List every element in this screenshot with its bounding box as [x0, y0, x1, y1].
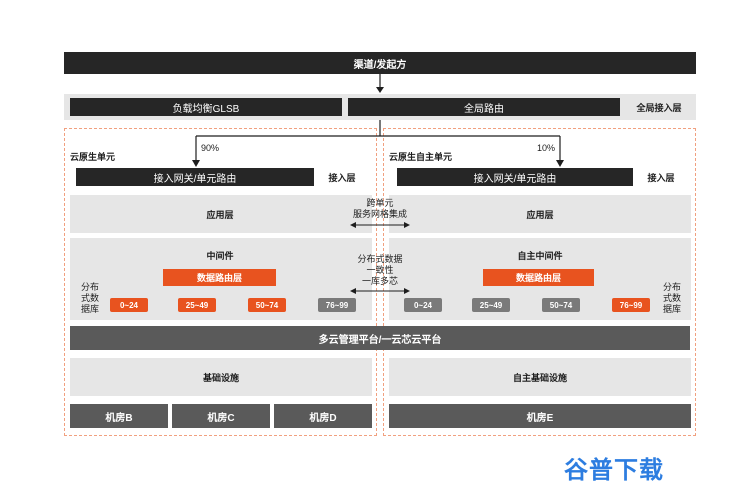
left-access-layer-label: 接入层 [328, 172, 356, 183]
right-shard-0-24: 0~24 [404, 298, 442, 312]
consistency-label: 分布式数据 一致性 一库多芯 [357, 254, 403, 286]
left-gateway-bar: 接入网关/单元路由 [76, 168, 314, 186]
glsb-bar: 负载均衡GLSB [70, 98, 342, 116]
left-app-layer-label: 应用层 [206, 209, 234, 220]
global-layer-label: 全局接入层 [636, 102, 682, 113]
right-app-layer-label: 应用层 [526, 209, 554, 220]
double-arrow-icon [350, 222, 410, 228]
right-infra-panel: 自主基础设施 [389, 358, 691, 396]
right-gateway-bar: 接入网关/单元路由 [397, 168, 633, 186]
right-data-route-bar: 数据路由层 [483, 269, 594, 286]
right-db-label: 分布 式数 据库 [662, 282, 681, 314]
right-shard-50-74: 50~74 [542, 298, 580, 312]
left-shard-0-24: 0~24 [110, 298, 148, 312]
channel-bar: 渠道/发起方 [64, 52, 696, 74]
platform-bar: 多云管理平台/一云芯云平台 [70, 326, 690, 350]
right-access-layer-label: 接入层 [647, 172, 675, 183]
left-db-label: 分布 式数 据库 [80, 282, 99, 314]
left-infra-panel: 基础设施 [70, 358, 372, 396]
room-e: 机房E [389, 404, 691, 428]
arrow-down-icon [376, 74, 384, 93]
room-d: 机房D [274, 404, 372, 428]
channel-label: 渠道/发起方 [353, 59, 407, 71]
right-unit-container [383, 128, 696, 436]
left-shard-50-74: 50~74 [248, 298, 286, 312]
split-arrows-icon [192, 120, 564, 167]
left-percent: 90% [201, 143, 220, 153]
left-unit-title: 云原生单元 [70, 152, 116, 162]
double-arrow-icon [350, 288, 410, 294]
left-data-route-bar: 数据路由层 [163, 269, 276, 286]
room-b: 机房B [70, 404, 168, 428]
right-shard-25-49: 25~49 [472, 298, 510, 312]
left-shard-76-99: 76~99 [318, 298, 356, 312]
right-app-layer [389, 195, 691, 233]
right-unit-title: 云原生自主单元 [389, 152, 453, 162]
cross-unit-label: 跨单元 服务网格集成 [352, 198, 407, 219]
right-shard-76-99: 76~99 [612, 298, 650, 312]
left-shard-25-49: 25~49 [178, 298, 216, 312]
right-percent: 10% [537, 143, 556, 153]
right-middleware-label: 自主中间件 [517, 250, 563, 261]
watermark-logo: 谷普下载 [564, 457, 664, 484]
left-app-layer [70, 195, 372, 233]
left-middleware-label: 中间件 [206, 250, 234, 261]
room-c: 机房C [172, 404, 270, 428]
left-unit-container [64, 128, 377, 436]
global-route-bar: 全局路由 [348, 98, 620, 116]
